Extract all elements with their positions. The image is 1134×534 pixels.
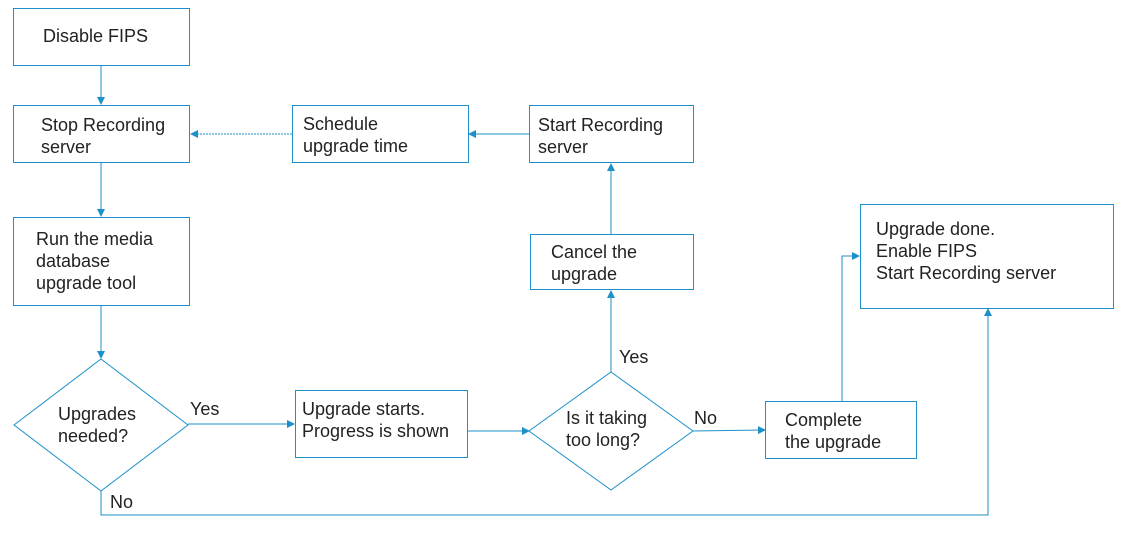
edge-label-yes-upgrades: Yes [190, 399, 220, 419]
node-upgrade-done [860, 204, 1114, 309]
edge-label-no-too-long: No [694, 408, 718, 428]
edge-label-yes-too-long: Yes [619, 347, 649, 367]
node-upgrade-done-label: Upgrade done. Enable FIPS Start Recordin… [876, 219, 1057, 283]
node-stop-recording-label: Stop Recording server [41, 115, 166, 157]
node-disable-fips-label: Disable FIPS [43, 26, 149, 46]
edge-label-no-upgrades: No [110, 492, 134, 512]
node-schedule-upgrade [292, 105, 469, 163]
node-run-tool-label: Run the media database upgrade tool [36, 229, 154, 293]
node-upgrade-starts [295, 390, 468, 458]
node-complete-upgrade [765, 401, 917, 459]
node-cancel-upgrade-label: Cancel the upgrade [551, 242, 638, 284]
node-stop-recording [13, 105, 190, 163]
connector-complete-to-done [841, 252, 860, 401]
node-schedule-upgrade-label: Schedule upgrade time [303, 114, 409, 156]
node-complete-upgrade-label: Complete the upgrade [785, 410, 882, 452]
node-start-recording [529, 105, 694, 163]
node-cancel-upgrade [530, 234, 694, 290]
node-start-recording-label: Start Recording server [538, 115, 664, 157]
node-upgrade-starts-label: Upgrade starts. Progress is shown [302, 399, 450, 441]
decision-upgrades-needed-label: Upgrades needed? [58, 404, 137, 446]
connector-decision2-no-to-complete [692, 426, 766, 435]
decision-taking-too-long-label: Is it taking too long? [566, 408, 648, 450]
node-disable-fips [13, 8, 190, 66]
connector-decision-no-to-done [100, 308, 992, 516]
node-run-tool [13, 217, 190, 306]
decision-taking-too-long-shape [528, 371, 694, 491]
